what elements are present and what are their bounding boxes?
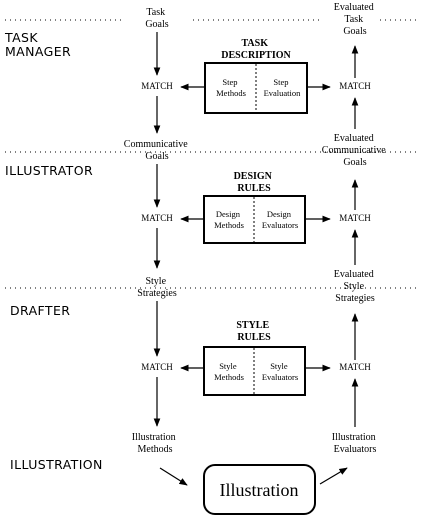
arrow-diagonal (319, 467, 348, 485)
match-node-right-3: MATCH (339, 362, 371, 372)
box-title: DESIGN RULES (234, 171, 275, 194)
match-node-left-2: MATCH (141, 213, 173, 223)
match-node-right-1: MATCH (339, 81, 371, 91)
node-evaluated-style-strategies: Evaluated Style Strategies (334, 269, 376, 304)
illustration-box: Illustration (203, 464, 316, 515)
box-cell-left: Design Methods (214, 209, 244, 230)
illustration-box-frame (203, 464, 316, 515)
layer-label-illustrator: ILLUSTRATOR (5, 163, 93, 178)
box-cell-right: Design Evaluators (262, 209, 298, 230)
illustration-box-label: Illustration (220, 480, 299, 500)
node-illustration-evaluators: Illustration Evaluators (332, 432, 378, 455)
box-title: STYLE RULES (236, 320, 271, 343)
box-task-description: TASK DESCRIPTION Step Methods Step Evalu… (204, 38, 308, 114)
node-task-goals: Task Goals (145, 7, 168, 30)
layer-label-drafter: DRAFTER (10, 303, 70, 318)
box-cell-right: Style Evaluators (262, 361, 298, 382)
arrow-diagonal (159, 467, 188, 486)
box-cell-left: Style Methods (214, 361, 244, 382)
box-title: TASK DESCRIPTION (221, 38, 291, 61)
layer-label-illustration: ILLUSTRATION (10, 457, 103, 472)
node-communicative-goals: Communicative Goals (124, 139, 190, 162)
node-evaluated-communicative-goals: Evaluated Communicative Goals (322, 133, 388, 168)
box-frame (203, 346, 306, 396)
match-node-left-3: MATCH (141, 362, 173, 372)
arrows (153, 32, 359, 486)
box-style-rules: STYLE RULES Style Methods Style Evaluato… (203, 320, 306, 396)
layer-label-task-manager: TASK MANAGER (4, 30, 71, 59)
node-evaluated-task-goals: Evaluated Task Goals (334, 2, 376, 37)
match-node-right-2: MATCH (339, 213, 371, 223)
node-style-strategies: Style Strategies (137, 276, 177, 299)
box-cell-left: Step Methods (216, 77, 246, 98)
box-cell-right: Step Evaluation (264, 77, 302, 98)
match-node-left-1: MATCH (141, 81, 173, 91)
layer-separators (5, 19, 418, 289)
box-design-rules: DESIGN RULES Design Methods Design Evalu… (203, 171, 306, 244)
node-illustration-methods: Illustration Methods (132, 432, 178, 455)
